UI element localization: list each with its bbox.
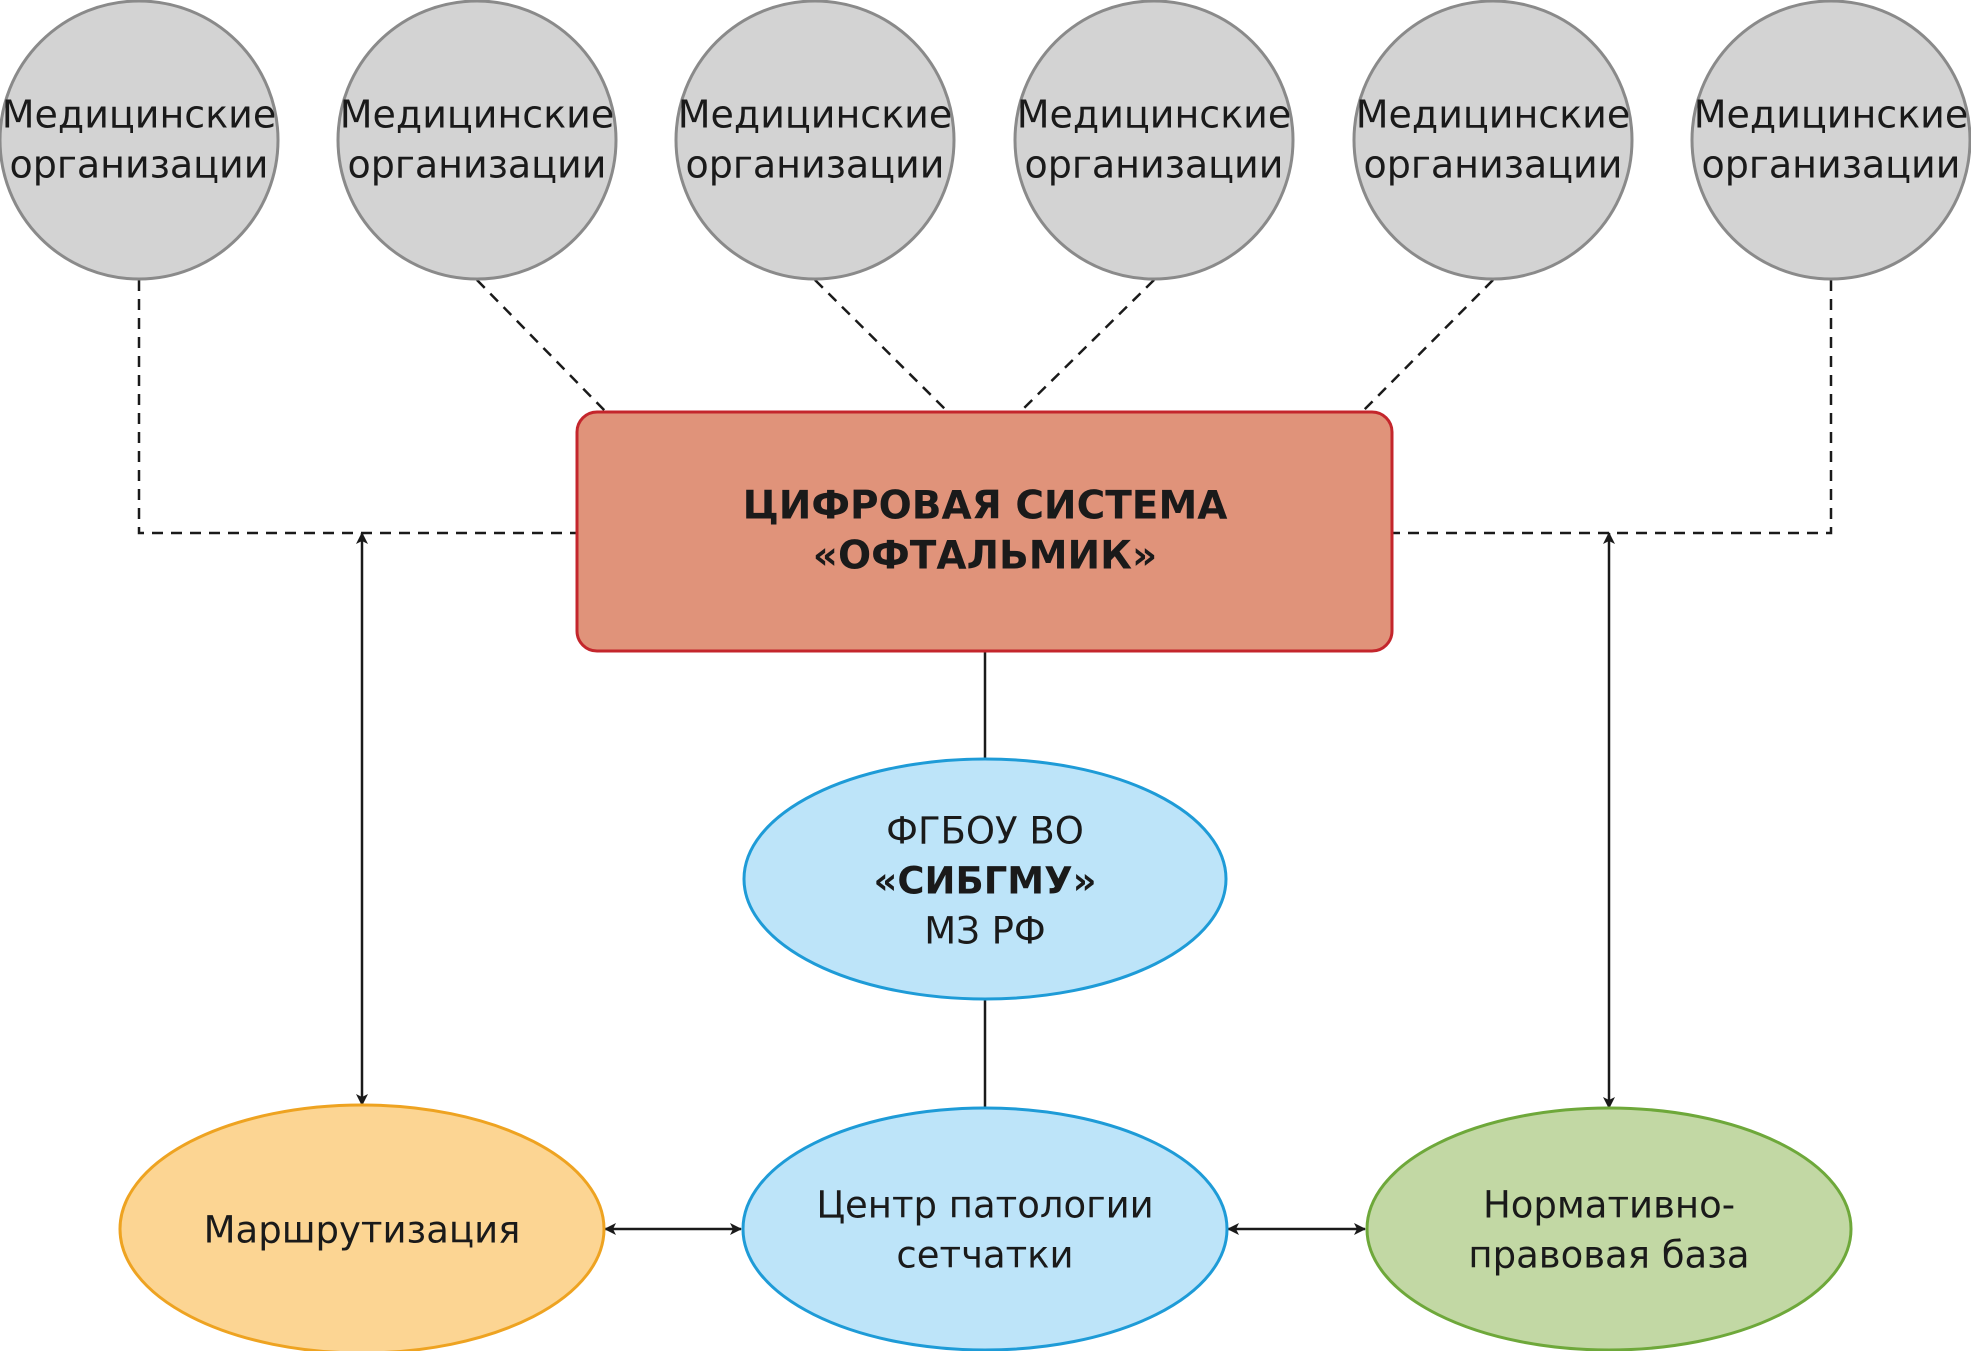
org-label-line1: Медицинские	[2, 93, 276, 137]
university-line1: ФГБОУ ВО	[886, 810, 1084, 853]
university-line2: «СИБГМУ»	[873, 860, 1096, 903]
legal-base-line1: Нормативно-	[1483, 1184, 1735, 1227]
org-label-line1: Медицинские	[1694, 93, 1968, 137]
university-line3: МЗ РФ	[924, 910, 1046, 953]
org-circle	[1352, 0, 1634, 281]
org-circle	[1690, 0, 1971, 281]
org-node-5: Медицинские организации	[1352, 0, 1634, 281]
org-label-line2: организации	[1025, 143, 1284, 187]
legal-base-ellipse	[1365, 1106, 1853, 1351]
routing-ellipse	[118, 1103, 606, 1351]
routing-node: Маршрутизация	[118, 1103, 606, 1351]
routing-label: Маршрутизация	[204, 1209, 521, 1252]
retina-center-ellipse	[741, 1106, 1229, 1351]
org-circle	[0, 0, 280, 281]
solid-connectors	[356, 532, 1615, 1235]
retina-center-line1: Центр патологии	[816, 1184, 1153, 1227]
university-ellipse	[742, 757, 1228, 1001]
org-node-2: Медицинские организации	[336, 0, 618, 281]
core-system-title-line2: «ОФТАЛЬМИК»	[813, 534, 1157, 579]
org-circle	[1013, 0, 1295, 281]
connector-org-2	[476, 279, 607, 413]
retina-center-node: Центр патологии сетчатки	[741, 1106, 1229, 1351]
core-system-box	[575, 410, 1394, 653]
org-label-line2: организации	[1702, 143, 1961, 187]
org-node-4: Медицинские организации	[1013, 0, 1295, 281]
org-label-line2: организации	[1364, 143, 1623, 187]
connector-org-5	[1361, 279, 1494, 413]
org-label-line1: Медицинские	[1356, 93, 1630, 137]
core-system-node: ЦИФРОВАЯ СИСТЕМА «ОФТАЛЬМИК»	[575, 410, 1394, 653]
org-node-1: Медицинские организации	[0, 0, 280, 281]
connector-org-1	[137, 280, 577, 535]
org-label-line2: организации	[686, 143, 945, 187]
org-node-6: Медицинские организации	[1690, 0, 1971, 281]
connector-org-6	[1392, 280, 1833, 535]
organizations: Медицинские организации Медицинские орга…	[0, 0, 1971, 281]
org-label-line1: Медицинские	[678, 93, 952, 137]
org-connectors	[137, 279, 1833, 535]
connector-org-3	[814, 279, 949, 413]
legal-base-line2: правовая база	[1468, 1234, 1749, 1277]
retina-center-line2: сетчатки	[896, 1234, 1073, 1277]
org-label-line2: организации	[10, 143, 269, 187]
university-node: ФГБОУ ВО «СИБГМУ» МЗ РФ	[742, 757, 1228, 1001]
org-circle	[674, 0, 956, 281]
org-circle	[336, 0, 618, 281]
org-label-line1: Медицинские	[1017, 93, 1291, 137]
core-system-title-line1: ЦИФРОВАЯ СИСТЕМА	[743, 484, 1228, 529]
connector-org-4	[1019, 279, 1155, 413]
org-label-line1: Медицинские	[340, 93, 614, 137]
org-label-line2: организации	[348, 143, 607, 187]
legal-base-node: Нормативно- правовая база	[1365, 1106, 1853, 1351]
org-node-3: Медицинские организации	[674, 0, 956, 281]
